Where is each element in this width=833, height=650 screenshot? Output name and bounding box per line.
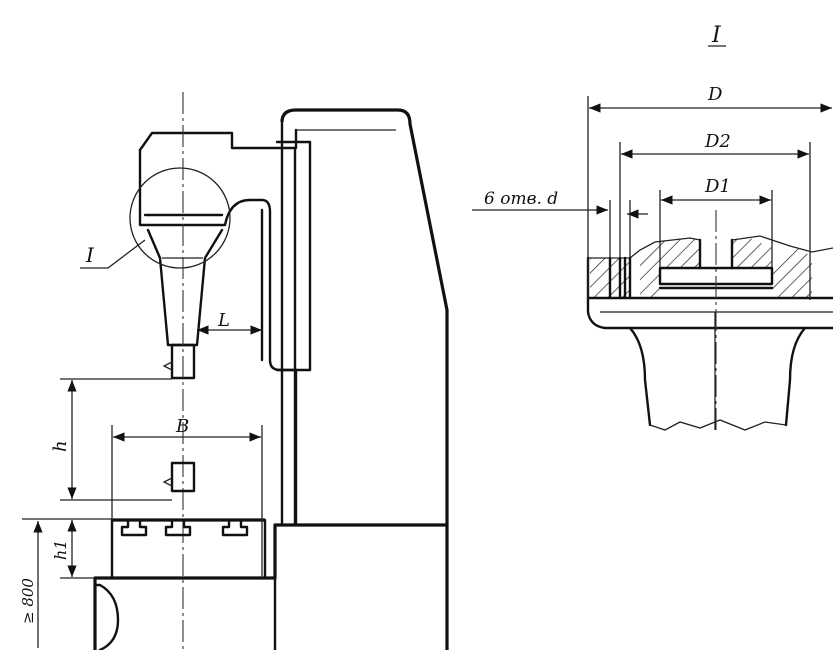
detail-title: I bbox=[711, 23, 722, 48]
main-dimensions bbox=[22, 239, 263, 648]
holes-label: 6 отв. d bbox=[484, 189, 558, 209]
press-frame bbox=[93, 92, 449, 650]
press-table bbox=[110, 518, 267, 580]
dim-D-label: D bbox=[707, 84, 723, 105]
detail-dimensions bbox=[472, 96, 832, 300]
detail-view bbox=[586, 210, 833, 431]
dim-floor-label: ≥ 800 bbox=[19, 578, 37, 624]
dim-h-label: h bbox=[50, 440, 71, 452]
detail-callout-label: I bbox=[85, 243, 95, 267]
dim-h1-label: h1 bbox=[51, 540, 70, 560]
dim-D1-label: D1 bbox=[704, 176, 731, 197]
detail-circle bbox=[129, 167, 231, 269]
dim-D2-label: D2 bbox=[704, 131, 731, 152]
dim-B-label: B bbox=[175, 416, 189, 437]
dim-L-label: L bbox=[217, 310, 230, 331]
